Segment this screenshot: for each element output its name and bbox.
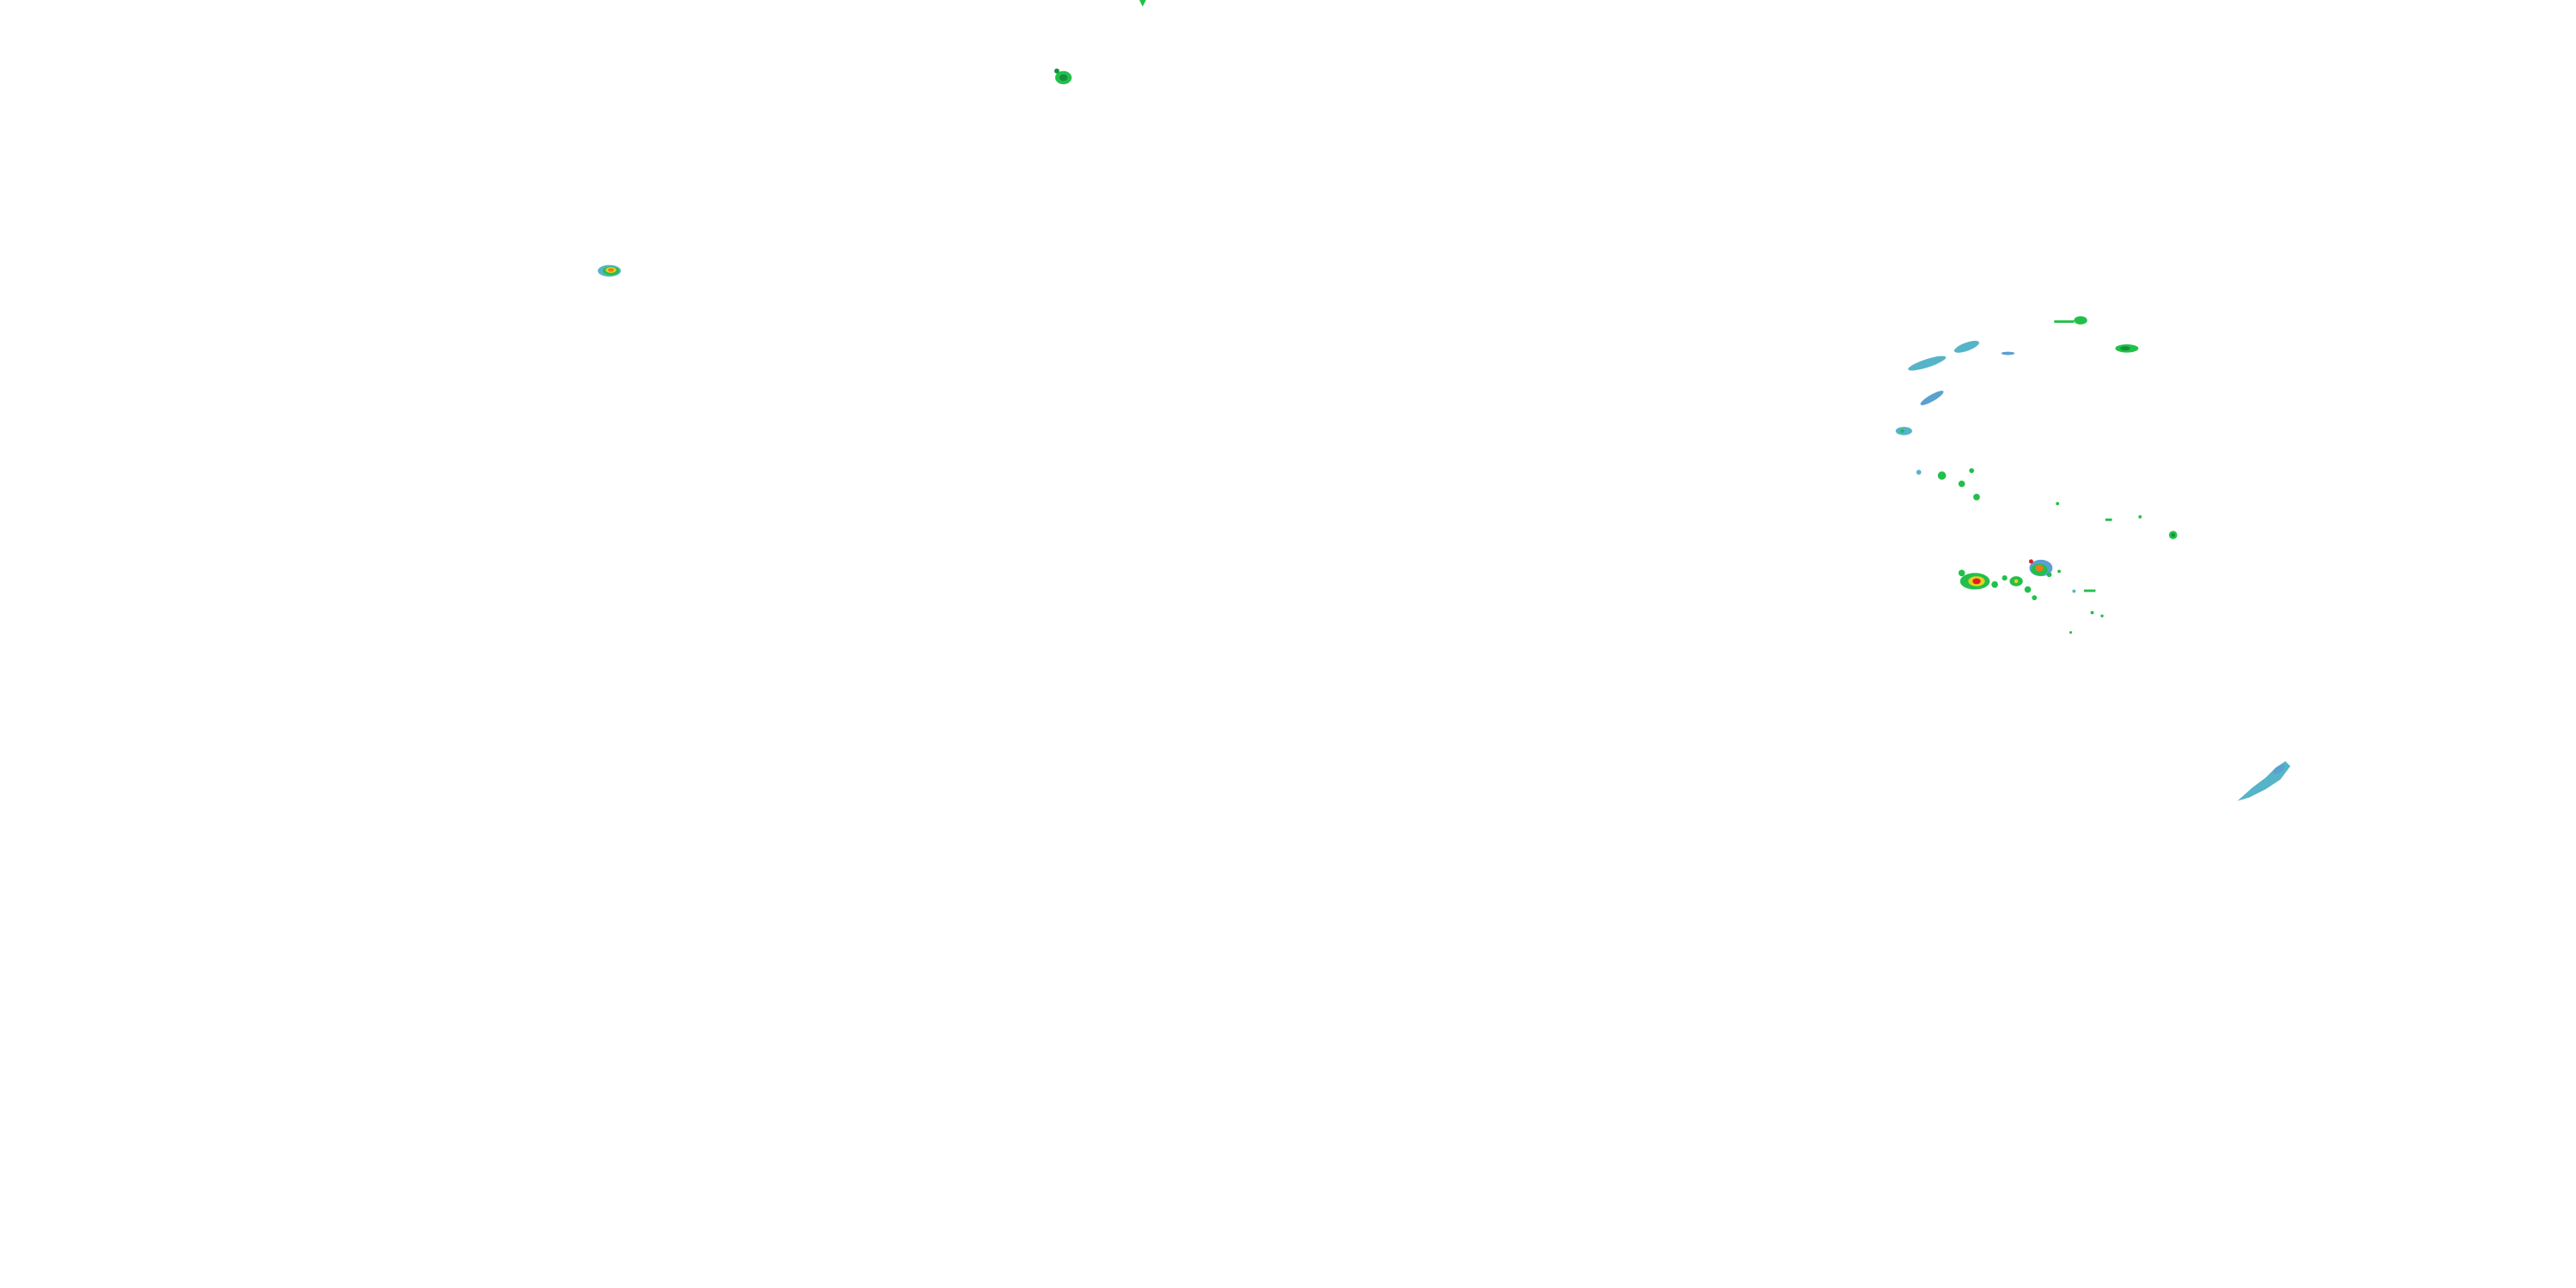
radar-echo xyxy=(1973,494,1980,501)
radar-echo xyxy=(2120,346,2130,351)
radar-echo xyxy=(1054,68,1060,74)
radar-echo xyxy=(1958,480,1965,488)
radar-echo xyxy=(2138,515,2142,519)
radar-echo xyxy=(2032,595,2038,601)
northeast-band-cluster xyxy=(1895,316,2139,435)
radar-echo xyxy=(2028,559,2033,564)
radar-echo xyxy=(2057,569,2061,574)
radar-echo xyxy=(1059,74,1068,82)
southeast-streak xyxy=(2237,761,2291,801)
radar-echo xyxy=(1908,355,1947,371)
radar-echo xyxy=(2171,533,2175,537)
radar-echo xyxy=(1958,569,1965,577)
radar-echo xyxy=(1920,391,1944,405)
east-convective-cluster xyxy=(1916,468,2178,635)
radar-echo xyxy=(2069,631,2073,635)
radar-echo xyxy=(1139,0,1146,7)
radar-echo xyxy=(2273,764,2285,775)
radar-echo xyxy=(1969,468,1975,473)
radar-echo xyxy=(2072,589,2076,593)
radar-echo xyxy=(1972,578,1981,585)
radar-echo xyxy=(2054,320,2075,323)
radar-echo xyxy=(2035,564,2044,572)
radar-echo xyxy=(608,268,615,272)
radar-echo xyxy=(1991,580,1998,588)
radar-echo xyxy=(2046,572,2052,578)
radar-echo xyxy=(2074,316,2087,325)
radar-echo xyxy=(2001,351,2015,355)
radar-echo xyxy=(2083,589,2096,592)
radar-echo xyxy=(2024,586,2032,593)
radar-echo xyxy=(2105,518,2112,521)
radar-echo xyxy=(2056,501,2060,506)
radar-echo xyxy=(1916,470,1922,475)
northwest-isolated-cell xyxy=(598,264,622,277)
radar-echo xyxy=(1937,471,1947,480)
radar-echo xyxy=(2090,611,2094,615)
radar-echo xyxy=(1953,340,1979,353)
radar-echo xyxy=(1900,428,1905,434)
radar-echo xyxy=(2100,614,2104,618)
radar-echo xyxy=(2014,579,2019,584)
radar-echo xyxy=(2002,575,2008,581)
north-central-cell xyxy=(1054,0,1146,85)
